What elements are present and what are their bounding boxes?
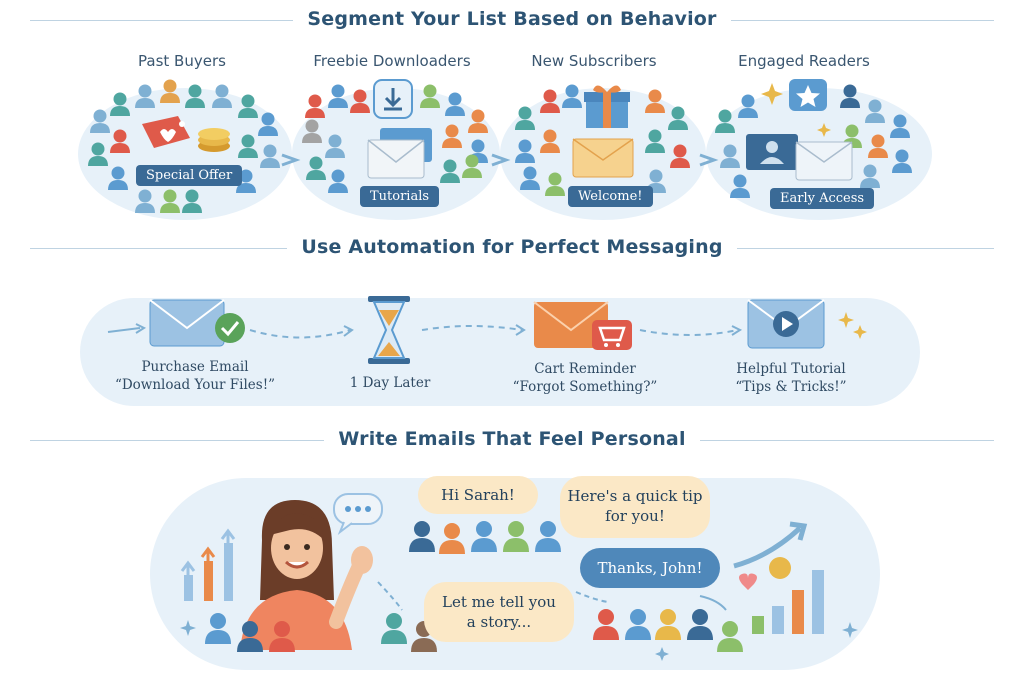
growth-arrows-icon (180, 528, 236, 601)
chat-bubble-hi-sarah: Hi Sarah! (418, 476, 538, 514)
flow-step-title: Cart Reminder (534, 361, 636, 377)
segment-label-new-subscribers: New Subscribers (531, 52, 657, 70)
chat-bubble-line: Let me tell you (442, 593, 556, 611)
chat-bubble-thanks-john: Thanks, John! (580, 548, 720, 588)
flow-step-title: 1 Day Later (349, 375, 431, 391)
envelope-stack-icon (367, 128, 432, 179)
chat-bubble-quick-tip: Here's a quick tip for you! (560, 476, 710, 538)
segment-arrows (281, 83, 831, 167)
coins-icon (198, 128, 230, 152)
flow-step-purchase: Purchase Email “Download Your Files!” (100, 358, 290, 394)
flow-step-title: Helpful Tutorial (736, 361, 846, 377)
profile-envelope-icon (746, 134, 853, 181)
gift-tag-icon (142, 116, 190, 148)
flow-step-tutorial: Helpful Tutorial “Tips & Tricks!” (706, 360, 876, 396)
segment-label-freebie: Freebie Downloaders (313, 52, 471, 70)
chat-bubble-line: for you! (605, 507, 665, 525)
envelope-icon (572, 138, 634, 178)
cart-reminder-icon (533, 301, 632, 350)
segment-label-past-buyers: Past Buyers (138, 52, 226, 70)
flow-step-cart: Cart Reminder “Forgot Something?” (490, 360, 680, 396)
segment-label-engaged: Engaged Readers (738, 52, 870, 70)
automation-section-title: Use Automation for Perfect Messaging (0, 236, 1024, 258)
personal-section-title: Write Emails That Feel Personal (0, 428, 1024, 450)
segment-tag-early-access: Early Access (770, 188, 875, 209)
flow-step-subtitle: “Download Your Files!” (114, 377, 276, 393)
video-tutorial-icon (747, 299, 825, 349)
segment-tag-special-offer: Special Offer (136, 165, 243, 186)
flow-step-title: Purchase Email (141, 359, 249, 375)
flow-step-subtitle: “Forgot Something?” (512, 379, 658, 395)
purchase-email-icon (149, 299, 245, 347)
star-badge-icon (789, 79, 827, 111)
chat-bubble-story: Let me tell you a story... (424, 582, 574, 642)
flow-step-delay: 1 Day Later (320, 374, 460, 392)
chat-bubble-line: a story... (466, 613, 532, 631)
woman-waving-illustration (240, 500, 373, 650)
segment-tag-tutorials: Tutorials (360, 186, 440, 207)
download-icon (373, 79, 413, 119)
typing-bubble-icon (333, 493, 383, 535)
segment-section-title: Segment Your List Based on Behavior (0, 8, 1024, 30)
gift-icon (584, 85, 630, 128)
hourglass-icon (368, 296, 410, 364)
automation-flow-arrows (107, 312, 867, 339)
segment-tag-welcome: Welcome! (568, 186, 653, 207)
flow-step-subtitle: “Tips & Tricks!” (735, 379, 847, 395)
bar-chart-icon (733, 521, 824, 634)
chat-bubble-line: Here's a quick tip (567, 487, 703, 505)
